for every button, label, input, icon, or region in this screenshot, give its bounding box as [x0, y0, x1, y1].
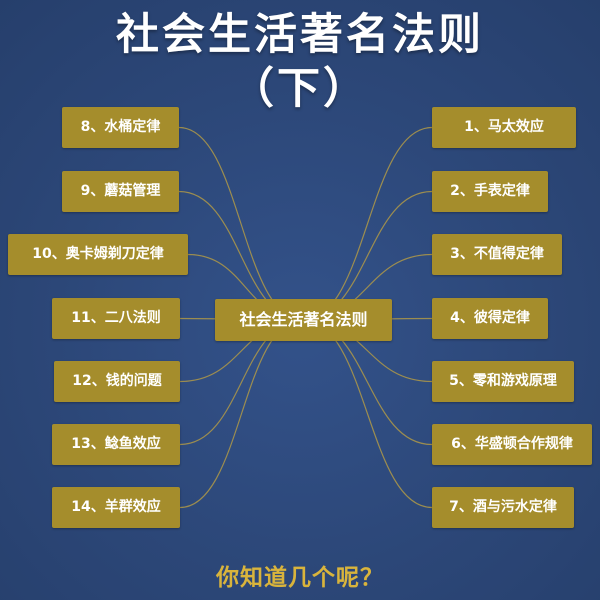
connector-left-8: [178, 126, 304, 321]
left-node-10: 10、奥卡姆剃刀定律: [8, 234, 188, 275]
connector-right-1: [302, 126, 433, 321]
left-node-12: 12、钱的问题: [54, 361, 180, 402]
page-title: 社会生活著名法则: [116, 10, 484, 60]
right-node-5: 5、零和游戏原理: [432, 361, 574, 402]
left-node-9: 9、蘑菇管理: [62, 171, 179, 212]
connector-right-7: [302, 319, 433, 509]
left-node-11: 11、二八法则: [52, 298, 180, 339]
right-node-1: 1、马太效应: [432, 107, 576, 148]
right-node-7: 7、酒与污水定律: [432, 487, 574, 528]
left-node-8: 8、水桶定律: [62, 107, 179, 148]
right-node-3: 3、不值得定律: [432, 234, 562, 275]
page-subtitle: （下）: [231, 64, 369, 114]
right-node-4: 4、彼得定律: [432, 298, 548, 339]
left-node-14: 14、羊群效应: [52, 487, 180, 528]
right-node-2: 2、手表定律: [432, 171, 548, 212]
right-node-6: 6、华盛顿合作规律: [432, 424, 592, 465]
footer-question: 你知道几个呢？: [216, 565, 384, 591]
center-node: 社会生活著名法则: [215, 299, 392, 341]
connector-left-14: [179, 319, 304, 509]
left-node-13: 13、鲶鱼效应: [52, 424, 180, 465]
